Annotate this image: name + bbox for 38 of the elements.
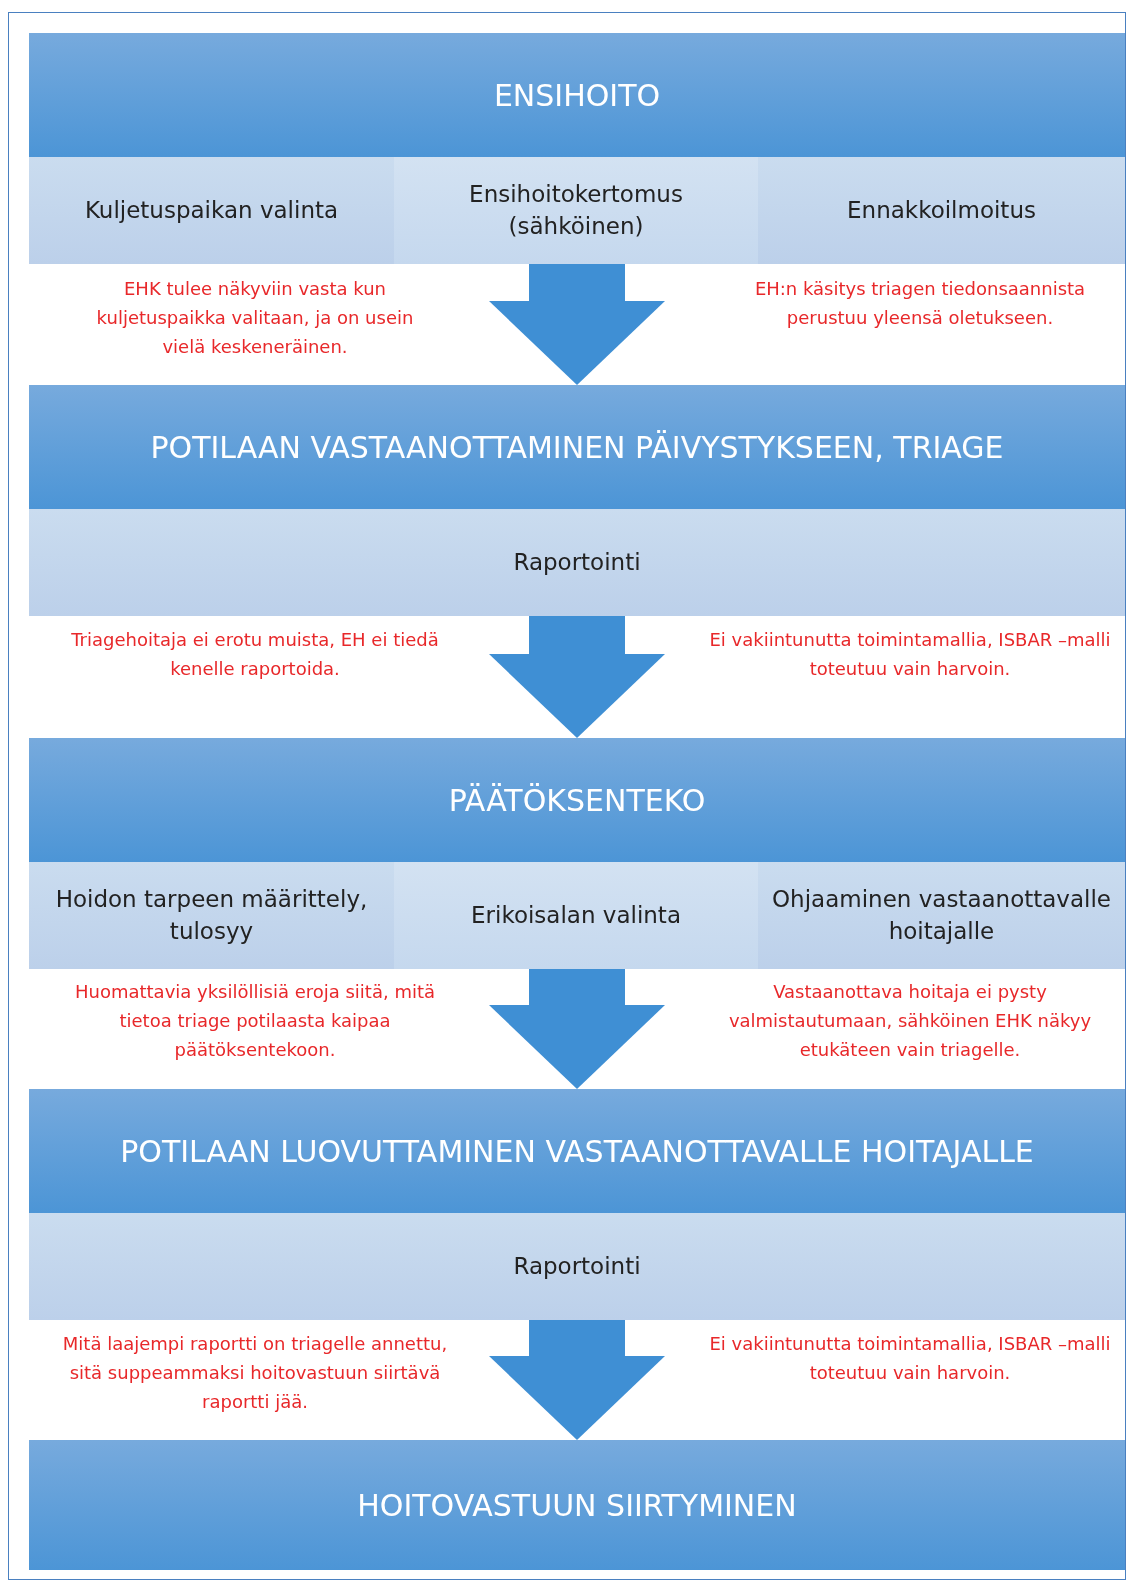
step-label: Kuljetuspaikan valinta (84, 195, 339, 225)
step-label: Ensihoitokertomus (sähköinen) (468, 180, 684, 241)
step-label: ENSIHOITO (493, 77, 661, 113)
step-band (29, 1213, 1125, 1320)
block-arrow (489, 616, 665, 738)
step-band (394, 157, 758, 264)
note-text: EH:n käsitys triagen tiedonsaannista perustuu yleensä oletukseen. (753, 277, 1087, 330)
block-arrow (489, 264, 665, 385)
step-band (29, 862, 394, 969)
step-band (758, 862, 1125, 969)
step-band (29, 509, 1125, 616)
step-label: Raportointi (513, 547, 641, 577)
step-label: POTILAAN LUOVUTTAMINEN VASTAANOTTAVALLE HOITAJALLE (120, 1133, 1034, 1169)
note-text: Ei vakiintunutta toimintamallia, ISBAR –malli toteutuu vain harvoin. (708, 1332, 1112, 1385)
step-label: Ohjaaminen vastaanottavalle hoitajalle (771, 885, 1112, 946)
step-label: POTILAAN VASTAANOTTAMINEN PÄIVYSTYKSEEN, TRIAGE (150, 429, 1004, 465)
stage-band (29, 1440, 1125, 1570)
step-band (758, 157, 1125, 264)
step-label: Raportointi (513, 1251, 641, 1281)
step-label: HOITOVASTUUN SIIRTYMINEN (357, 1487, 797, 1523)
block-arrow (489, 1320, 665, 1440)
note-text: Ei vakiintunutta toimintamallia, ISBAR –malli toteutuu vain harvoin. (708, 628, 1112, 681)
step-label: Ennakkoilmoitus (847, 195, 1036, 225)
note-text: Huomattavia yksilöllisiä eroja siitä, mitä tietoa triage potilaasta kaipaa päätöksentekoon. (73, 980, 437, 1062)
note-text: Triagehoitaja ei erotu muista, EH ei tiedä kenelle raportoida. (70, 628, 440, 681)
step-label: Erikoisalan valinta (471, 900, 681, 930)
block-arrow (489, 969, 665, 1089)
note-text: EHK tulee näkyviin vasta kun kuljetuspaikka valitaan, ja on usein vielä keskeneräinen. (95, 277, 415, 359)
stage-band (29, 738, 1125, 862)
stage-band (29, 1089, 1125, 1213)
step-band (29, 157, 394, 264)
stage-band (29, 33, 1125, 157)
note-text: Mitä laajempi raportti on triagelle annettu, sitä suppeammaksi hoitovastuun siirtävä raportti jää. (61, 1332, 449, 1414)
step-label: PÄÄTÖKSENTEKO (448, 782, 706, 818)
note-text: Vastaanottava hoitaja ei pysty valmistautumaan, sähköinen EHK näkyy etukäteen vain triagelle. (727, 980, 1093, 1062)
stage-band (29, 385, 1125, 509)
step-band (394, 862, 758, 969)
step-label: Hoidon tarpeen määrittely, tulosyy (54, 885, 369, 946)
